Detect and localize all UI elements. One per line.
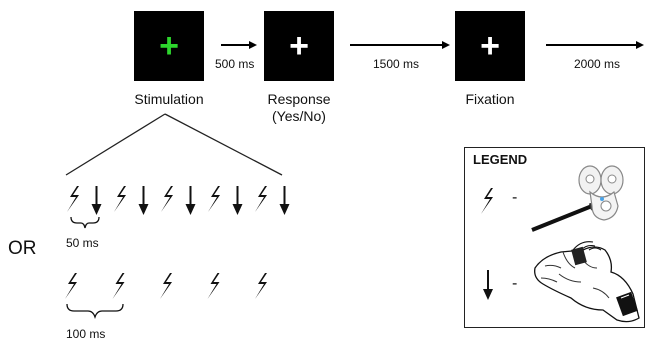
- stage-label-response: Response (Yes/No): [267, 91, 331, 124]
- legend-separator: -: [512, 275, 518, 292]
- down-arrow-icon: [185, 186, 196, 215]
- or-label: OR: [8, 238, 37, 259]
- green-fixation-cross: +: [159, 27, 179, 65]
- legend-box: LEGEND - -: [464, 147, 645, 328]
- down-arrow-icon: [138, 186, 149, 215]
- lightning-icon: [481, 188, 493, 214]
- timeline-arrow-1: [221, 44, 251, 46]
- interval-label-100ms: 100 ms: [66, 327, 106, 341]
- electrical-stimulator-probe-image: [531, 165, 624, 232]
- down-arrow-icon: [232, 186, 243, 215]
- white-fixation-cross: +: [480, 27, 500, 65]
- stimulation-screen: +: [134, 11, 204, 81]
- down-arrow-icon: [279, 186, 290, 215]
- duration-label: 1500 ms: [373, 57, 420, 71]
- legend-separator: -: [512, 189, 518, 206]
- timeline-arrow-3: [546, 44, 636, 46]
- arrowhead-2: [442, 41, 450, 49]
- fixation-screen: +: [455, 11, 525, 81]
- down-arrow-icon: [91, 186, 102, 215]
- arrowhead-1: [249, 41, 257, 49]
- white-fixation-cross: +: [289, 27, 309, 65]
- stage-label-fixation: Fixation: [465, 91, 515, 107]
- hand-with-vibrator-image: [534, 241, 640, 323]
- duration-label: 500 ms: [215, 57, 255, 71]
- down-arrow-icon: [483, 270, 493, 300]
- arrowhead-3: [636, 41, 644, 49]
- interval-label-50ms: 50 ms: [66, 236, 99, 250]
- duration-label: 2000 ms: [574, 57, 621, 71]
- timeline-arrow-2: [350, 44, 444, 46]
- response-screen: +: [264, 11, 334, 81]
- legend-title: LEGEND: [473, 152, 528, 167]
- stage-label-stimulation: Stimulation: [134, 91, 204, 107]
